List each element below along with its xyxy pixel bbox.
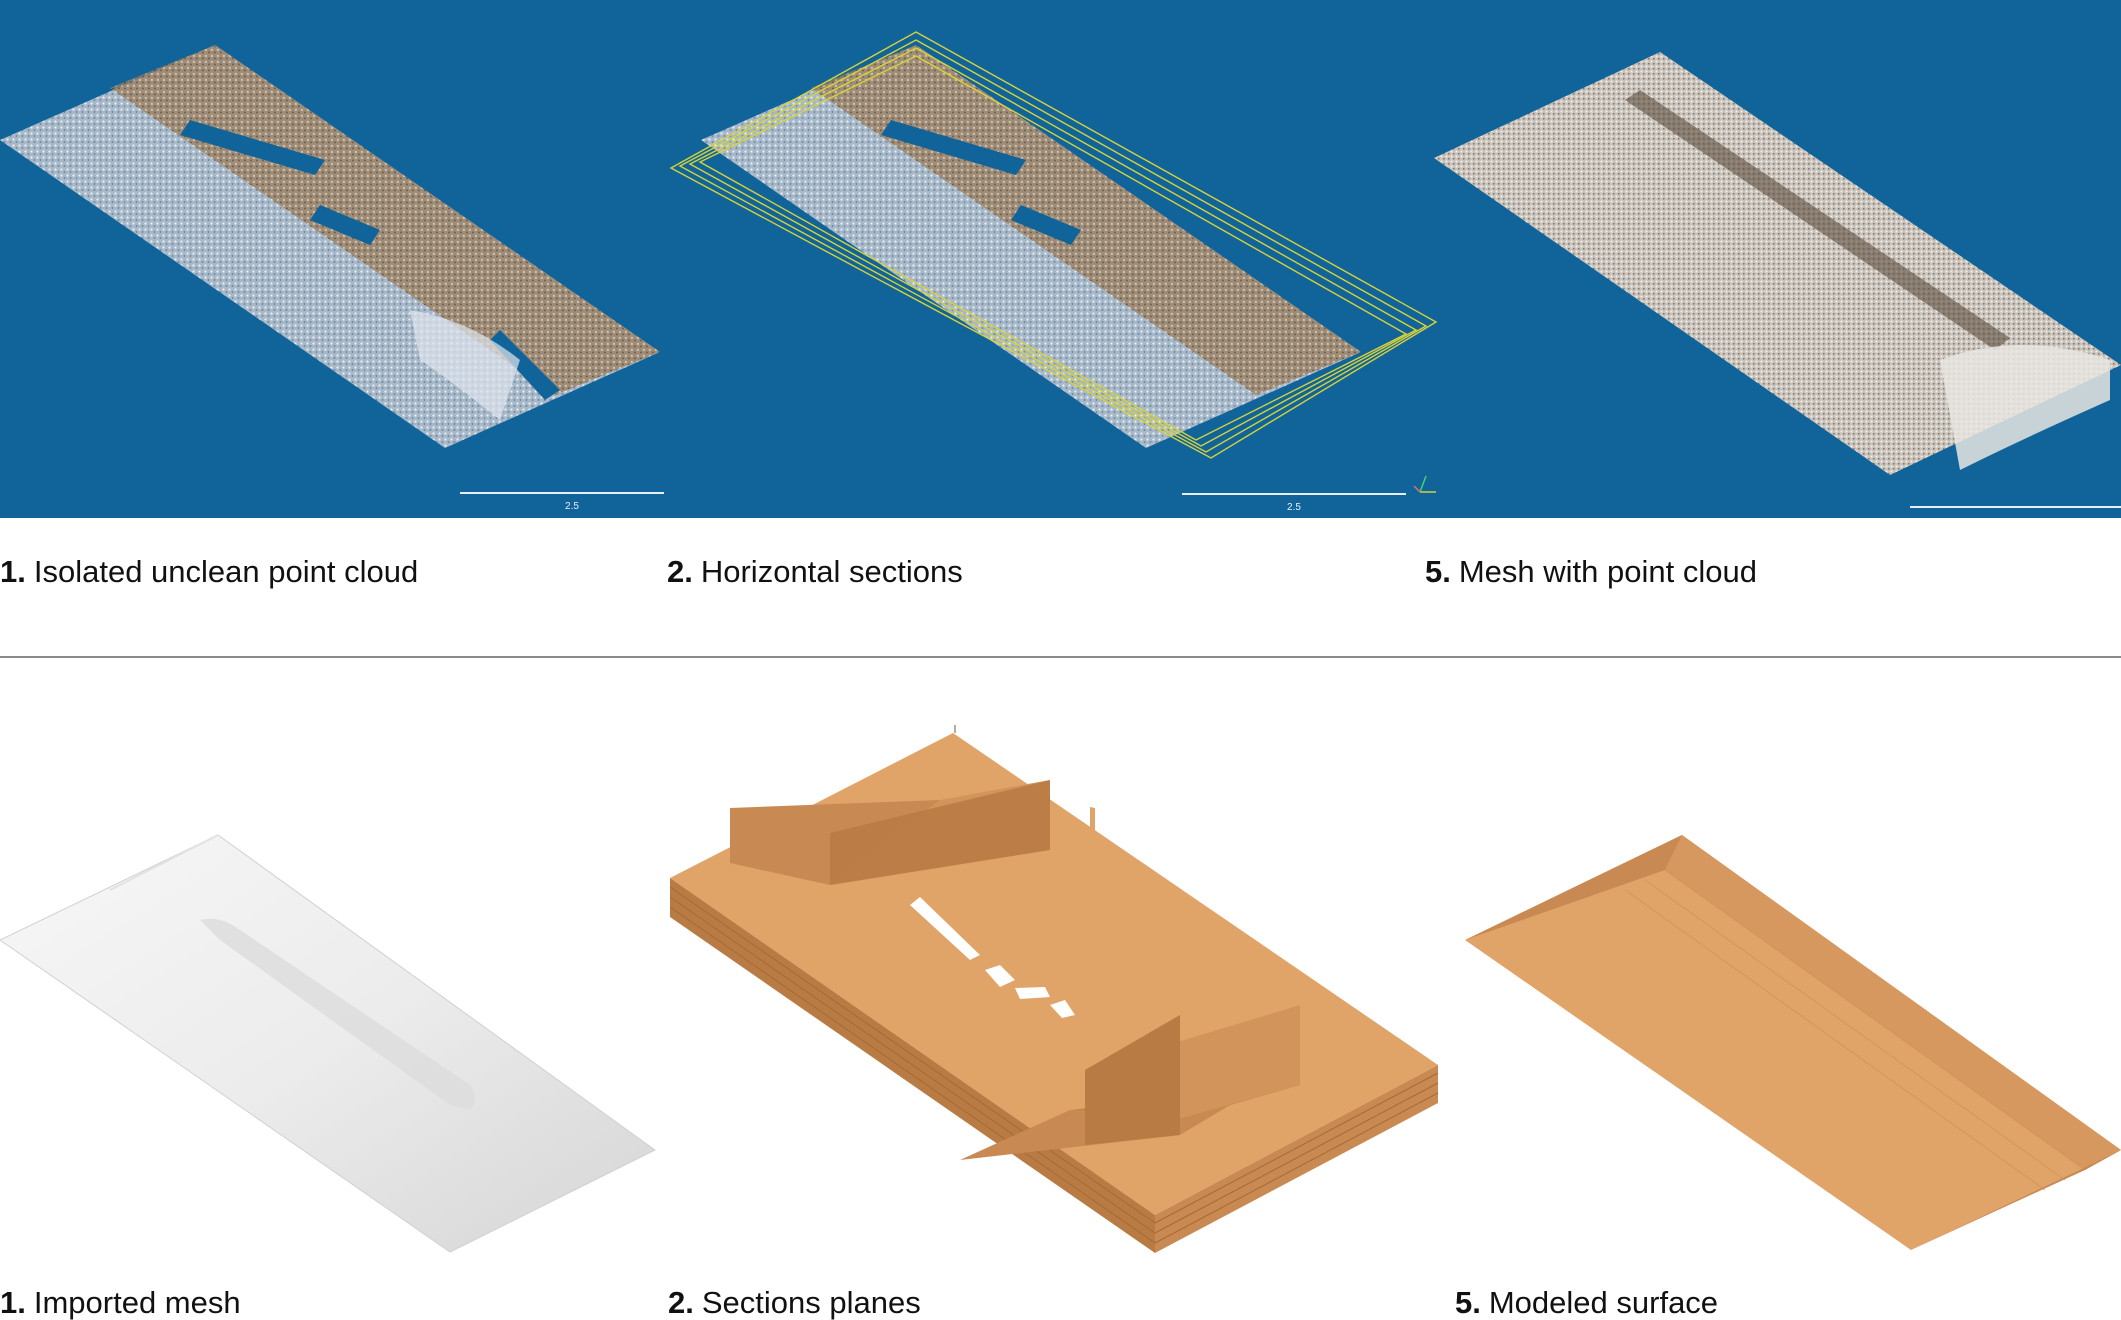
scale-bar-label: 2.5 [565, 501, 579, 512]
caption-title: Mesh with point cloud [1459, 554, 1757, 589]
caption-section-planes: 2.Sections planes [668, 1287, 921, 1318]
caption-title: Sections planes [702, 1285, 921, 1320]
section-planes-view [670, 725, 1445, 1255]
caption-title: Imported mesh [34, 1285, 241, 1320]
caption-number: 2. [667, 554, 693, 589]
scale-bar-label: 2.5 [1287, 502, 1301, 513]
horizontal-sections-view: 2.5 [666, 0, 1446, 518]
caption-title: Isolated unclean point cloud [34, 554, 418, 589]
caption-number: 1. [0, 554, 26, 589]
mesh-with-point-cloud-view [1420, 0, 2121, 518]
caption-mesh-with-point-cloud: 5.Mesh with point cloud [1425, 556, 1757, 587]
caption-title: Modeled surface [1489, 1285, 1718, 1320]
caption-imported-mesh: 1.Imported mesh [0, 1287, 241, 1318]
divider [0, 656, 2121, 658]
caption-horizontal-sections: 2.Horizontal sections [667, 556, 963, 587]
caption-number: 2. [668, 1285, 694, 1320]
caption-number: 5. [1455, 1285, 1481, 1320]
point-cloud-view: 2.5 [0, 0, 680, 518]
point-cloud-band: 2.5 2.5 [0, 0, 2121, 518]
caption-point-cloud: 1.Isolated unclean point cloud [0, 556, 418, 587]
caption-number: 1. [0, 1285, 26, 1320]
caption-title: Horizontal sections [701, 554, 963, 589]
imported-mesh-view [0, 820, 670, 1260]
caption-number: 5. [1425, 554, 1451, 589]
caption-modeled-surface: 5.Modeled surface [1455, 1287, 1718, 1318]
modeled-surface-view [1465, 830, 2121, 1250]
